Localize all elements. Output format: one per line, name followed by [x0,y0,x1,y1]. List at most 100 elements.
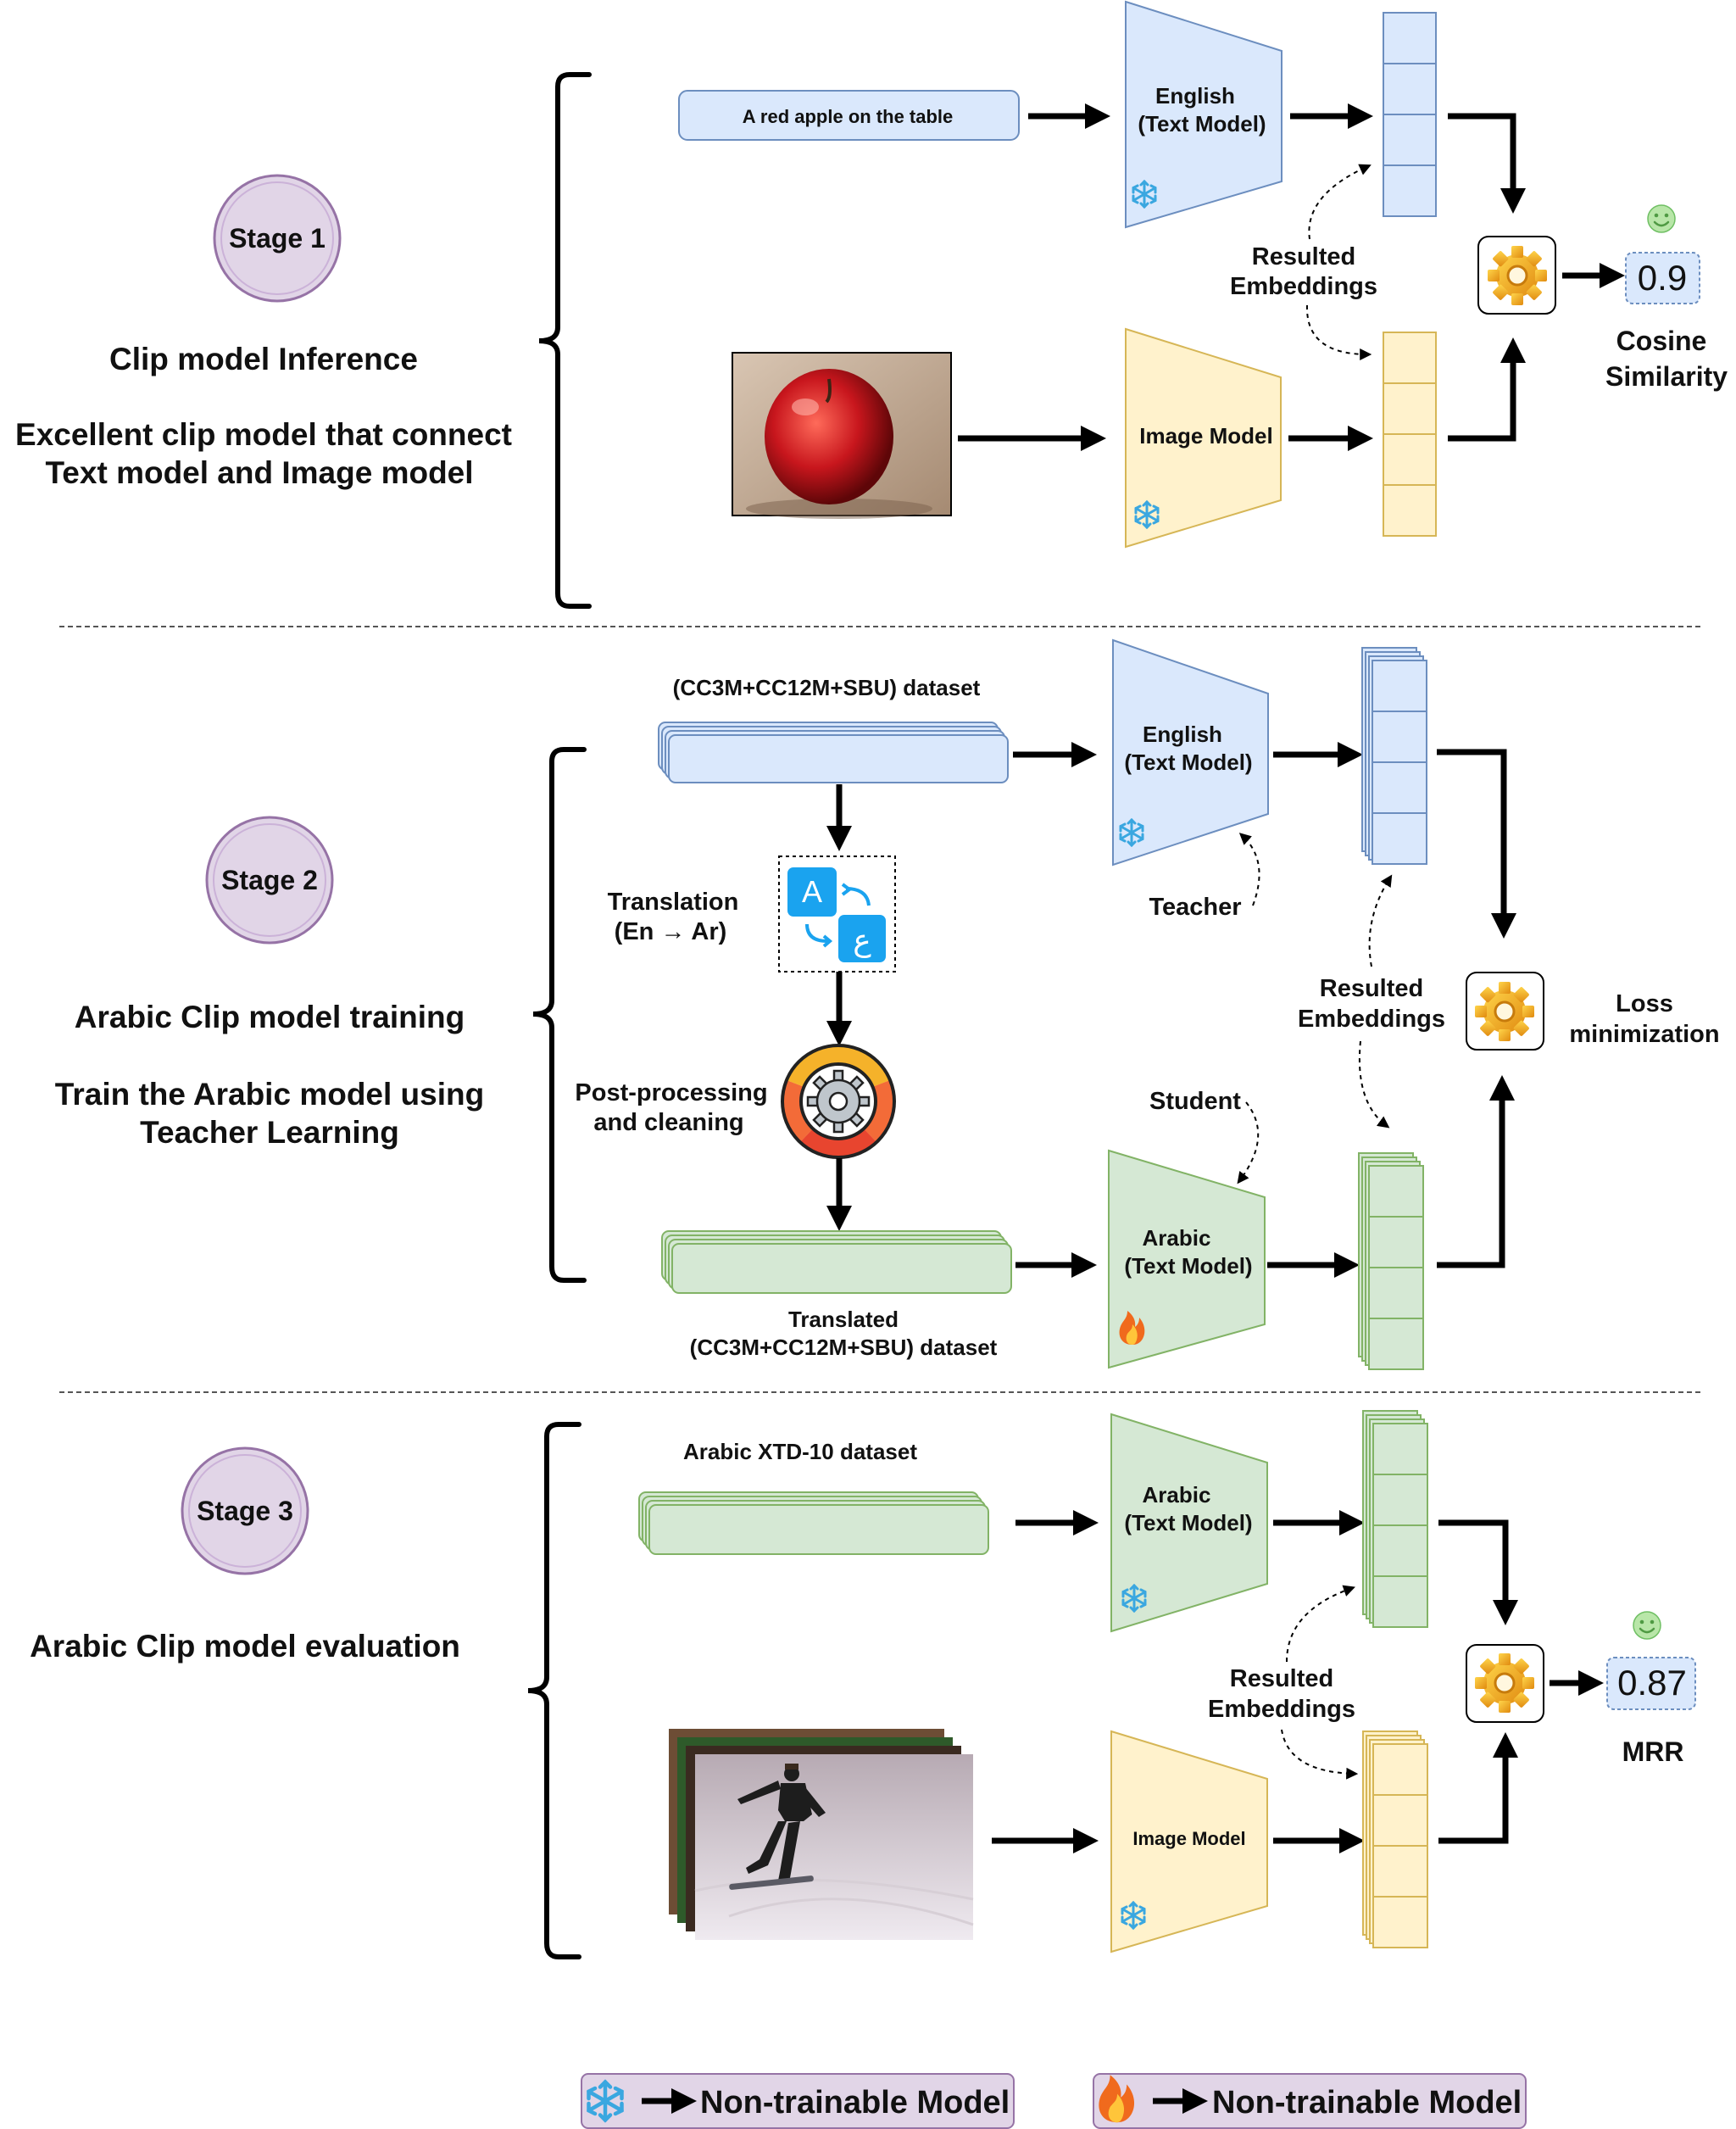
student-model-label-line2: (Text Model) [1124,1253,1252,1279]
english-dataset-label: (CC3M+CC12M+SBU) dataset [673,675,981,700]
caption-text: A red apple on the table [743,106,954,127]
image-model [1125,327,1282,549]
mrr-label: MRR [1622,1736,1684,1767]
student-embedding-stack [1358,1152,1424,1370]
stage-1-title: Clip model Inference [109,342,418,376]
text-embedding-vector [1383,12,1437,217]
arrow-teacher-embedding-to-loss [1437,749,1516,939]
loss-label-line1: Loss [1616,990,1673,1017]
stage-3-title: Arabic Clip model evaluation [30,1629,460,1664]
embeddings-label-line2: Embeddings [1230,273,1377,300]
stage-2-badge: Stage 2 [205,816,334,945]
english-dataset-stack [658,722,1009,783]
pointer-to-teacher [1238,833,1260,906]
translated-label-line2: (CC3M+CC12M+SBU) dataset [690,1335,998,1360]
student-text-model [1108,1149,1266,1369]
pointer-to-student [1237,1101,1260,1184]
stage-3-image-model-label: Image Model [1132,1828,1245,1849]
arabic-text-model [1110,1413,1268,1633]
stage-3: Stage 3 Arabic Clip model evaluation Ara… [30,1410,1696,1959]
arrow-image-embedding-to-mrr [1438,1732,1518,1844]
gear-icon [1473,980,1536,1043]
stage-2: Stage 2 Arabic Clip model training Train… [55,638,1720,1370]
score-value: 0.9 [1638,258,1687,298]
arabic-model-label-line1: Arabic [1143,1482,1211,1508]
stage-3-badge: Stage 3 [181,1446,309,1575]
english-model-label-line1: English [1155,83,1235,109]
pointer-to-image-embedding [1281,1729,1359,1780]
stage-2-embeddings-label-line2: Embeddings [1298,1006,1445,1033]
arabic-embedding-stack [1362,1410,1428,1628]
stage-1-brace [538,72,592,609]
teacher-text-model [1112,638,1269,867]
stage-2-title: Arabic Clip model training [75,1000,465,1034]
student-label: Student [1149,1088,1241,1115]
translation-label-line2: (En → Ar) [615,918,727,945]
snowboarder-figure [729,1764,826,1890]
teacher-model-label-line2: (Text Model) [1124,750,1252,775]
pointer-to-text-embedding [1308,164,1372,240]
gear-icon [1473,1652,1536,1714]
english-text-model [1125,0,1283,229]
image-model-label: Image Model [1139,423,1272,449]
gear-icon [1486,244,1549,307]
image-embedding-vector [1383,332,1437,537]
postprocess-label-line1: Post-processing [575,1079,767,1106]
stage-2-brace [532,747,587,1283]
metric-label-line2: Similarity [1605,361,1728,392]
stage-2-label: Stage 2 [221,865,318,895]
legend-frozen-label: Non-trainable Model [700,2085,1010,2121]
translated-dataset-stack [661,1230,1012,1294]
stage-3-embeddings-label-line1: Resulted [1230,1665,1333,1692]
stage-3-image-model [1110,1730,1268,1953]
arrow-student-embedding-to-loss [1437,1075,1515,1268]
pointer-to-teacher-embedding [1368,874,1393,967]
stage-1: Stage 1 Clip model Inference Excellent c… [15,0,1728,609]
stage-3-image-embedding-stack [1362,1731,1428,1948]
stage-1-badge: Stage 1 [213,174,342,303]
pointer-to-image-embedding [1305,304,1372,360]
stage-2-description-line2: Teacher Learning [140,1115,399,1150]
translate-icon: A ع [787,867,886,962]
stage-3-embeddings-label-line2: Embeddings [1208,1696,1355,1723]
stage-2-embeddings-label-line1: Resulted [1320,975,1423,1002]
smiley-icon [1646,203,1677,234]
arrow-image-embedding-to-similarity [1448,337,1526,442]
pointer-to-arabic-embedding [1286,1585,1355,1663]
caption-box [678,90,1020,141]
stage-1-description-line2: Text model and Image model [45,455,473,490]
arabic-model-label-line2: (Text Model) [1124,1510,1252,1535]
translation-label-line1: Translation [608,889,739,916]
arrow-text-embedding-to-similarity [1448,113,1526,214]
teacher-model-label-line1: English [1143,722,1222,747]
score-box [1625,252,1700,304]
english-model-label-line2: (Text Model) [1138,111,1266,137]
arrow-arabic-embedding-to-mrr [1438,1519,1518,1625]
embeddings-label-line1: Resulted [1252,243,1355,270]
loss-label-line2: minimization [1569,1021,1719,1048]
legend-trainable-label: Non-trainable Model [1212,2085,1522,2121]
pointer-to-student-embedding [1358,1040,1390,1129]
cleaning-gear-icon [781,1044,896,1159]
stage-1-label: Stage 1 [229,223,326,254]
mrr-score-value: 0.87 [1617,1663,1687,1703]
postprocess-label-line2: and cleaning [593,1109,743,1136]
xtd-dataset-stack [638,1491,989,1555]
legend-frozen: Non-trainable Model [581,2073,1015,2129]
student-model-label-line1: Arabic [1143,1225,1211,1251]
stage-3-brace [527,1422,581,1959]
translate-icon-latin: A [802,874,822,909]
metric-label-line1: Cosine [1616,326,1707,356]
teacher-embedding-stack [1361,647,1427,865]
translate-icon-arabic: ع [853,922,871,958]
legend: Non-trainable Model Non-trainable Model [581,2073,1527,2129]
mrr-score-box [1606,1657,1696,1710]
stage-1-description-line1: Excellent clip model that connect [15,417,512,452]
apple-photo [732,352,952,519]
legend-trainable: Non-trainable Model [1093,2073,1527,2129]
image-dataset-stack [669,1729,974,1940]
smiley-icon [1632,1610,1662,1641]
stage-2-description-line1: Train the Arabic model using [55,1077,484,1112]
translated-label-line1: Translated [788,1307,899,1332]
